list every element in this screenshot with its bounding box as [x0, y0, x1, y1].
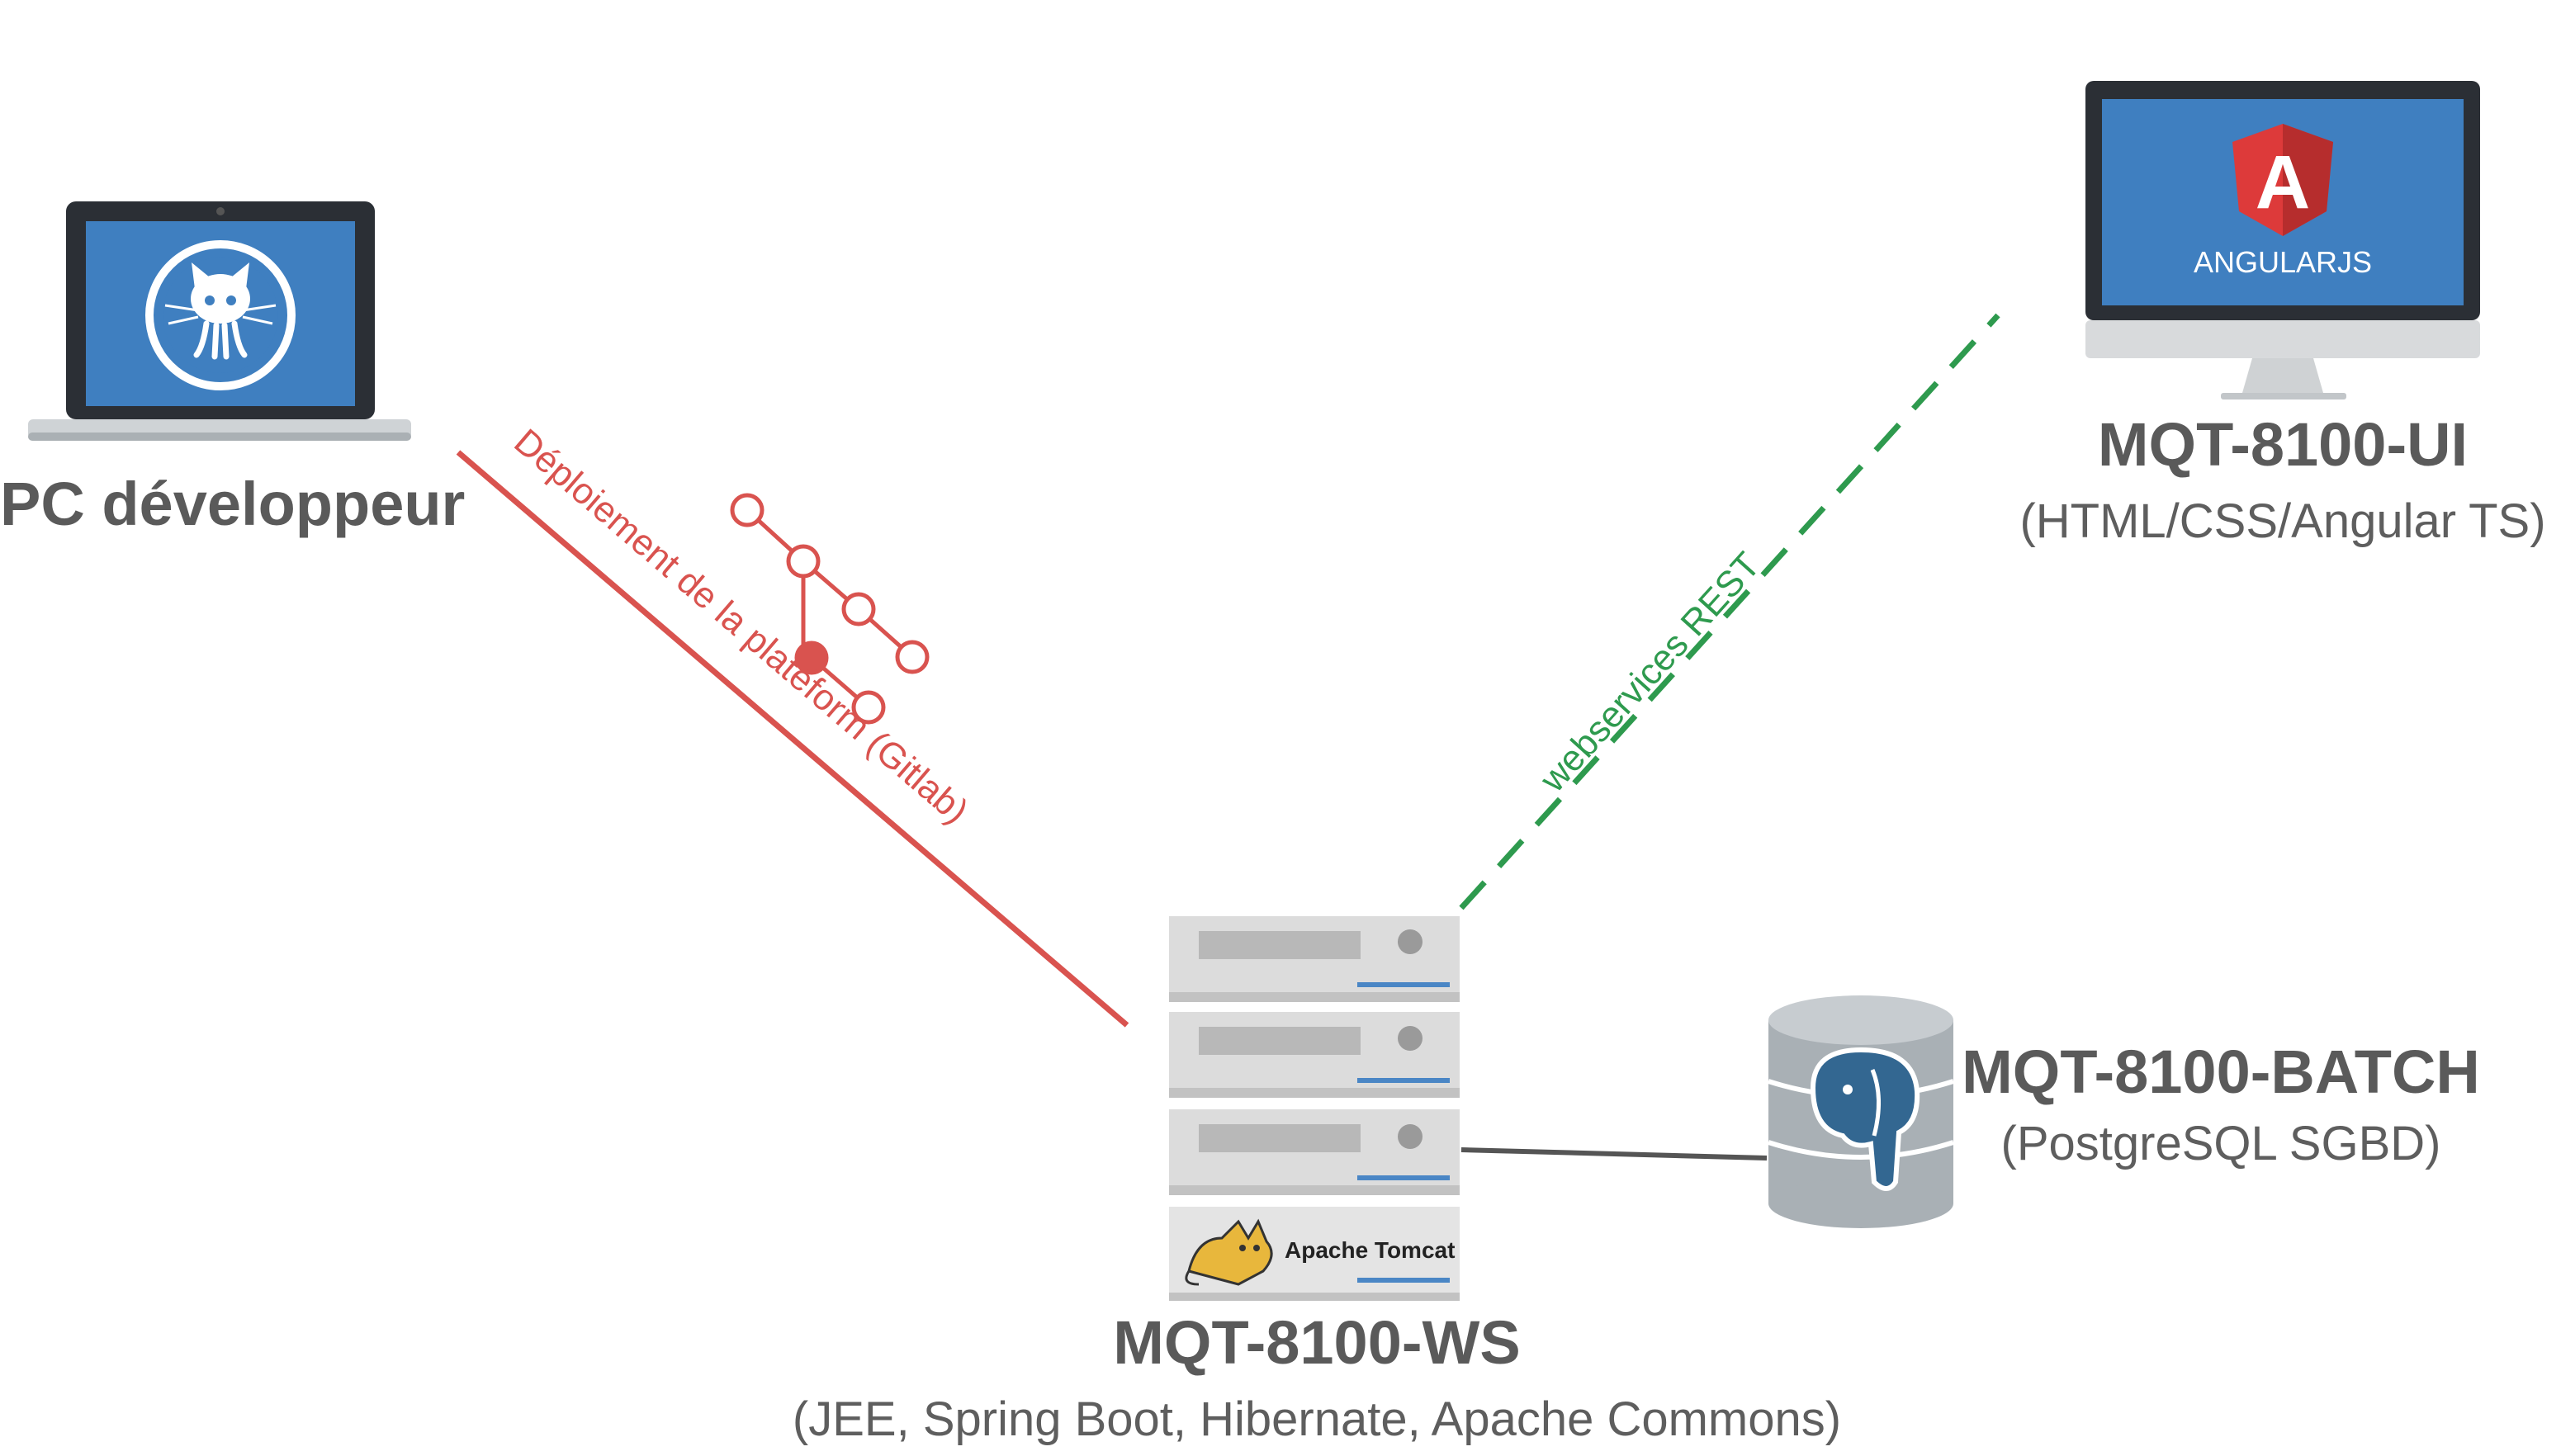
db-edge [1460, 1147, 1768, 1161]
batch-node-subtitle: (PostgreSQL SGBD) [2000, 1117, 2441, 1170]
rest-edge-label: webservices REST [1531, 545, 1768, 800]
angular-logo-icon: A [2232, 124, 2333, 236]
server-rack-icon: Apache Tomcat [1169, 916, 1460, 1301]
ws-node-subtitle: (JEE, Spring Boot, Hibernate, Apache Com… [792, 1392, 1842, 1446]
laptop-icon [28, 201, 411, 441]
github-icon [145, 240, 296, 390]
database-icon [1768, 995, 1954, 1228]
rest-edge [1459, 313, 2000, 910]
monitor-icon: A ANGULARJS [2085, 81, 2480, 399]
ui-node-title: MQT-8100-UI [2097, 410, 2469, 479]
git-branch-icon [730, 493, 930, 725]
angular-logo-letter: A [2256, 140, 2310, 225]
deploy-edge-label: Déploiement de la plateform (Gitlab) [506, 421, 976, 831]
deploy-edge [456, 450, 1129, 1028]
angular-logo-text: ANGULARJS [2194, 245, 2372, 279]
postgresql-elephant-icon [1810, 1047, 1920, 1191]
tomcat-icon [1185, 1218, 1273, 1286]
dev-pc-title: PC développeur [0, 470, 466, 538]
tomcat-badge-label: Apache Tomcat [1285, 1237, 1455, 1263]
ui-node-subtitle: (HTML/CSS/Angular TS) [2019, 494, 2546, 548]
batch-node-title: MQT-8100-BATCH [1962, 1038, 2480, 1106]
ws-node-title: MQT-8100-WS [1113, 1308, 1521, 1377]
